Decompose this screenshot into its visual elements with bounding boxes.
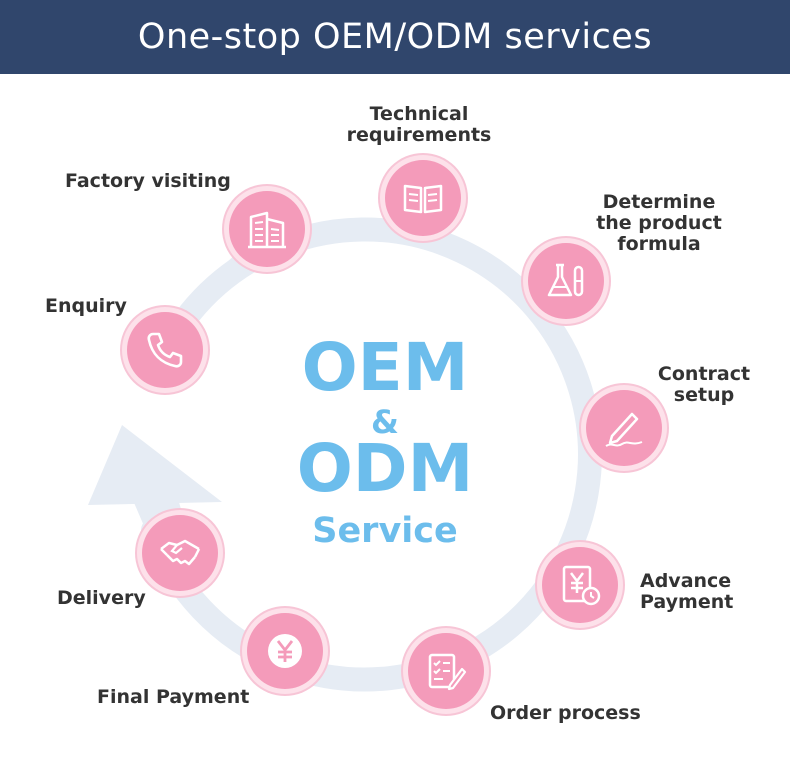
lab-flask-icon — [547, 263, 584, 297]
step-label-final-payment: Final Payment — [97, 686, 250, 708]
step-node-contract-setup — [586, 390, 662, 466]
step-node-order-process — [408, 633, 484, 709]
step-label-technical-requirements: Technical requirements — [346, 103, 492, 146]
step-label-advance-payment: Advance Payment — [640, 570, 734, 613]
center-odm: ODM — [296, 430, 474, 507]
center-service: Service — [312, 511, 458, 551]
phone-icon — [147, 332, 183, 368]
handshake-icon — [160, 539, 201, 566]
step-node-advance-payment — [542, 547, 618, 623]
step-node-factory-visiting — [229, 191, 305, 267]
pen-signature-icon — [605, 412, 643, 447]
step-node-delivery — [142, 515, 218, 591]
step-label-order-process: Order process — [490, 702, 641, 724]
step-label-enquiry: Enquiry — [45, 295, 127, 317]
yen-document-clock-icon — [562, 565, 601, 606]
step-label-contract-setup: Contract setup — [657, 363, 751, 406]
cycle-arrowhead — [88, 425, 222, 505]
header-banner: One-stop OEM/ODM services — [0, 0, 790, 74]
yen-coin-icon — [268, 634, 302, 668]
factory-building-icon — [248, 211, 286, 249]
center-oem: OEM — [301, 329, 469, 406]
page-title: One-stop OEM/ODM services — [137, 17, 653, 57]
open-book-icon — [403, 184, 443, 214]
step-node-determine-formula — [528, 243, 604, 319]
center-ampersand: & — [371, 403, 399, 441]
step-node-technical-requirements — [385, 160, 461, 236]
step-label-factory-visiting: Factory visiting — [65, 170, 231, 192]
step-label-delivery: Delivery — [57, 587, 146, 609]
step-node-enquiry — [127, 312, 203, 388]
step-label-determine-formula: Determine the product formula — [596, 191, 722, 255]
step-node-final-payment — [247, 613, 323, 689]
checklist-pen-icon — [428, 653, 467, 691]
